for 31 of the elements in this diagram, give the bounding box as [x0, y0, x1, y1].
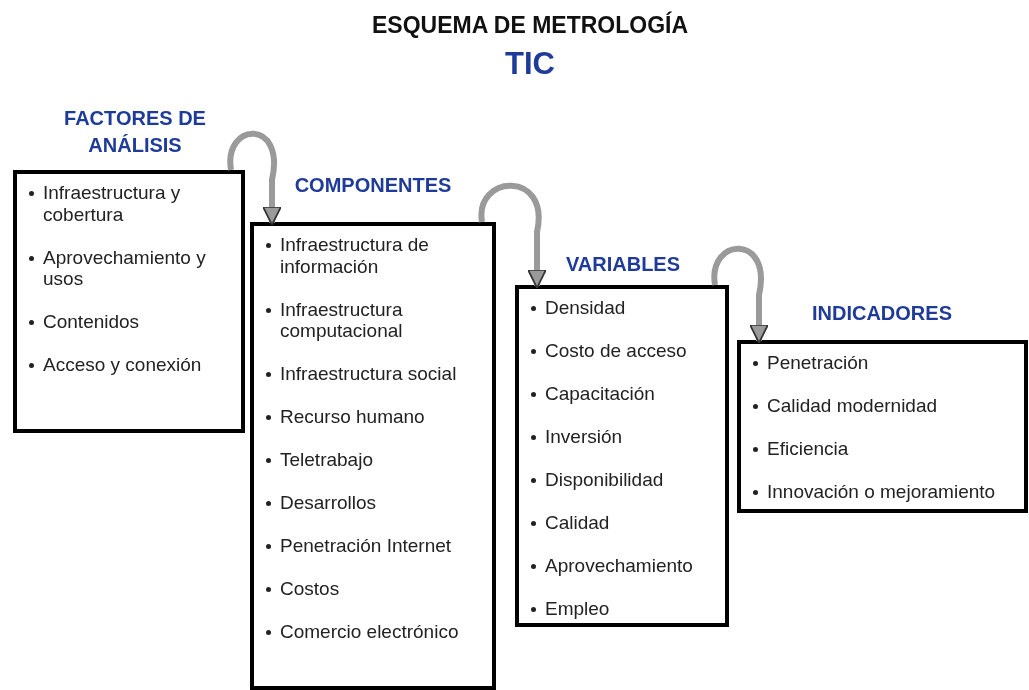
column-heading: COMPONENTES	[293, 173, 453, 198]
list-item: Teletrabajo	[266, 449, 488, 471]
list-item: Eficiencia	[753, 438, 1020, 460]
list-item: Calidad modernidad	[753, 395, 1020, 417]
list-item: Infraestructura y cobertura	[29, 182, 237, 225]
list-item: Inversión	[531, 426, 721, 448]
list-item: Infraestructura de información	[266, 234, 488, 277]
column-heading: VARIABLES	[564, 252, 682, 277]
list-item: Infraestructura computacional	[266, 298, 488, 342]
list-item: Penetración Internet	[266, 535, 488, 557]
list-item: Aprovechamiento y usos	[29, 246, 237, 290]
list-item: Calidad	[531, 512, 721, 534]
list-item: Capacitación	[531, 383, 721, 405]
diagram-title: ESQUEMA DE METROLOGÍA	[370, 12, 690, 39]
list-item: Costo de acceso	[531, 340, 721, 362]
list-item: Infraestructura social	[266, 363, 488, 385]
list-item: Aprovechamiento	[531, 555, 721, 577]
list-item: Recurso humano	[266, 406, 488, 428]
list-item: Contenidos	[29, 311, 237, 333]
list-item: Comercio electrónico	[266, 621, 488, 643]
list-item: Empleo	[531, 598, 721, 620]
subtitle: TIC	[504, 46, 556, 82]
list-item: Disponibilidad	[531, 469, 721, 491]
list-item: Penetración	[753, 352, 1020, 374]
list-item: Densidad	[531, 297, 721, 319]
list-item: Desarrollos	[266, 492, 488, 514]
list-item: Innovación o mejoramiento	[753, 481, 1020, 503]
list-item: Acceso y conexión	[29, 354, 237, 376]
column-heading: INDICADORES	[811, 301, 953, 326]
column-heading: FACTORES DE ANÁLISIS	[63, 106, 207, 158]
list-item: Costos	[266, 578, 488, 600]
